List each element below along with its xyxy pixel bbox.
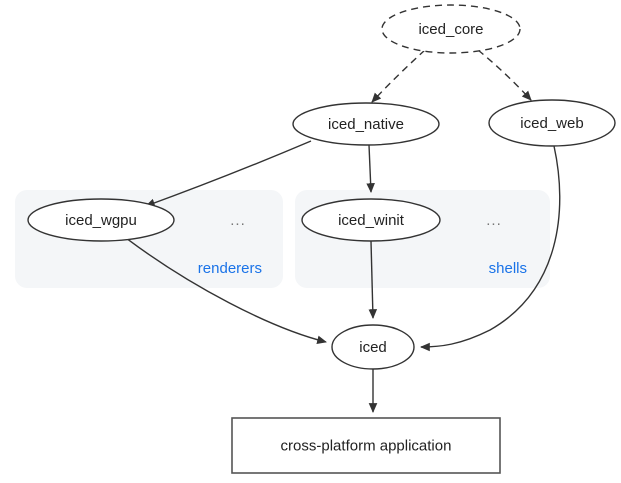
cluster-label-shells: shells	[489, 260, 527, 277]
node-shape-iced_web	[488, 99, 616, 147]
node-shape-iced_wgpu	[27, 198, 175, 242]
node-label-iced_wgpu: iced_wgpu	[65, 212, 137, 229]
node-iced_winit[interactable]: iced_winit	[301, 198, 441, 242]
edge-iced_core-to-iced_native	[371, 49, 426, 103]
node-iced_web[interactable]: iced_web	[488, 99, 616, 147]
node-label-iced_core: iced_core	[418, 21, 483, 38]
edge-iced_wgpu-to-iced	[125, 237, 327, 345]
cluster-label-renderers: renderers	[198, 260, 262, 277]
node-shape-iced_winit	[301, 198, 441, 242]
node-iced[interactable]: iced	[331, 324, 415, 370]
edge-iced_web-to-iced	[420, 145, 561, 352]
edge-layer	[125, 49, 561, 413]
node-label-app: cross-platform application	[281, 437, 452, 454]
node-label-iced: iced	[359, 339, 387, 356]
node-label-iced_winit: iced_winit	[338, 212, 405, 229]
edge-iced_winit-to-iced	[368, 240, 378, 319]
node-shape-iced_core	[381, 4, 521, 54]
node-app[interactable]: cross-platform application	[231, 417, 501, 474]
node-label-iced_web: iced_web	[520, 115, 583, 132]
node-iced_core[interactable]: iced_core	[381, 4, 521, 54]
node-iced_wgpu[interactable]: iced_wgpu	[27, 198, 175, 242]
edge-iced_native-to-iced_winit	[366, 144, 375, 193]
node-shape-app	[231, 417, 501, 474]
edge-iced_native-to-iced_wgpu	[145, 140, 312, 208]
cluster-ellipsis-renderers: ...	[230, 212, 246, 229]
node-shape-iced_native	[292, 102, 440, 146]
edge-iced_core-to-iced_web	[477, 49, 532, 101]
node-label-iced_native: iced_native	[328, 116, 404, 133]
node-iced_native[interactable]: iced_native	[292, 102, 440, 146]
cluster-ellipsis-shells: ...	[486, 212, 502, 229]
node-shape-iced	[331, 324, 415, 370]
